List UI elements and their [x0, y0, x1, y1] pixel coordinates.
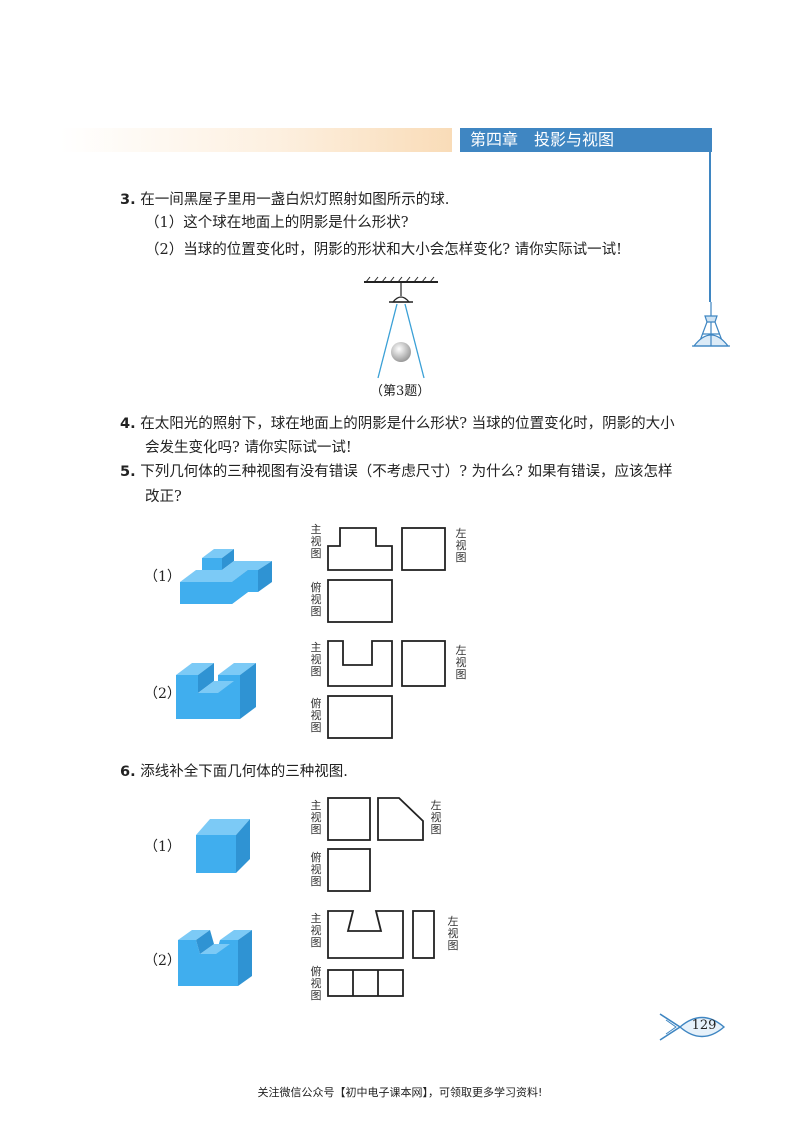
q5-views-1: [327, 527, 446, 623]
question-3-sub-1: （1）这个球在地面上的阴影是什么形状?: [145, 215, 409, 231]
q6-item-2-label: （2）: [144, 953, 181, 969]
q5-views-2: [327, 640, 446, 739]
left-view-label: 左视图: [430, 799, 442, 836]
fish-decoration-icon: [659, 1013, 726, 1041]
footer-notice: 关注微信公众号【初中电子课本网】，可领取更多学习资料!: [257, 1086, 543, 1099]
top-view-label: 俯视图: [310, 581, 322, 618]
page-number: 129: [691, 1018, 717, 1033]
q6-views-2: [327, 910, 435, 997]
front-view-label: 主视图: [310, 912, 322, 949]
question-4: 4. 在太阳光的照射下，球在地面上的阴影是什么形状? 当球的位置变化时，阴影的大…: [120, 416, 675, 432]
front-view-label: 主视图: [310, 799, 322, 836]
question-3-sub-2: （2）当球的位置变化时，阴影的形状和大小会怎样变化? 请你实际试一试!: [145, 242, 622, 258]
top-view-label: 俯视图: [310, 697, 322, 734]
front-view-label: 主视图: [310, 641, 322, 678]
top-view-label: 俯视图: [310, 965, 322, 1002]
lamp-figure: [364, 276, 438, 379]
q6-item-1-label: （1）: [144, 839, 181, 855]
left-view-label: 左视图: [447, 915, 459, 952]
ball: [391, 342, 411, 362]
q5-solid-1: [180, 549, 272, 604]
chapter-title: 第四章 投影与视图: [460, 128, 712, 152]
front-view-label: 主视图: [310, 523, 322, 560]
question-6: 6. 添线补全下面几何体的三种视图.: [120, 764, 348, 780]
top-view-label: 俯视图: [310, 851, 322, 888]
q6-solid-1: [196, 819, 250, 873]
figure-caption: （第3题）: [370, 384, 431, 399]
left-view-label: 左视图: [455, 644, 467, 681]
q5-item-2-label: （2）: [144, 686, 181, 702]
question-5-line-2: 改正?: [145, 489, 182, 505]
q6-views-1: [327, 797, 424, 892]
header-gradient-bar: [60, 128, 452, 152]
q5-item-1-label: （1）: [144, 569, 181, 585]
tower-logo-icon: [692, 302, 730, 347]
left-view-label: 左视图: [455, 527, 467, 564]
q5-solid-2: [176, 663, 256, 719]
q6-solid-2: [178, 930, 252, 986]
margin-line: [709, 152, 711, 302]
question-4-line-2: 会发生变化吗? 请你实际试一试!: [145, 440, 352, 456]
question-5: 5. 下列几何体的三种视图有没有错误（不考虑尺寸）? 为什么? 如果有错误，应该…: [120, 464, 673, 480]
question-3: 3. 在一间黑屋子里用一盏白炽灯照射如图所示的球.: [120, 192, 450, 208]
